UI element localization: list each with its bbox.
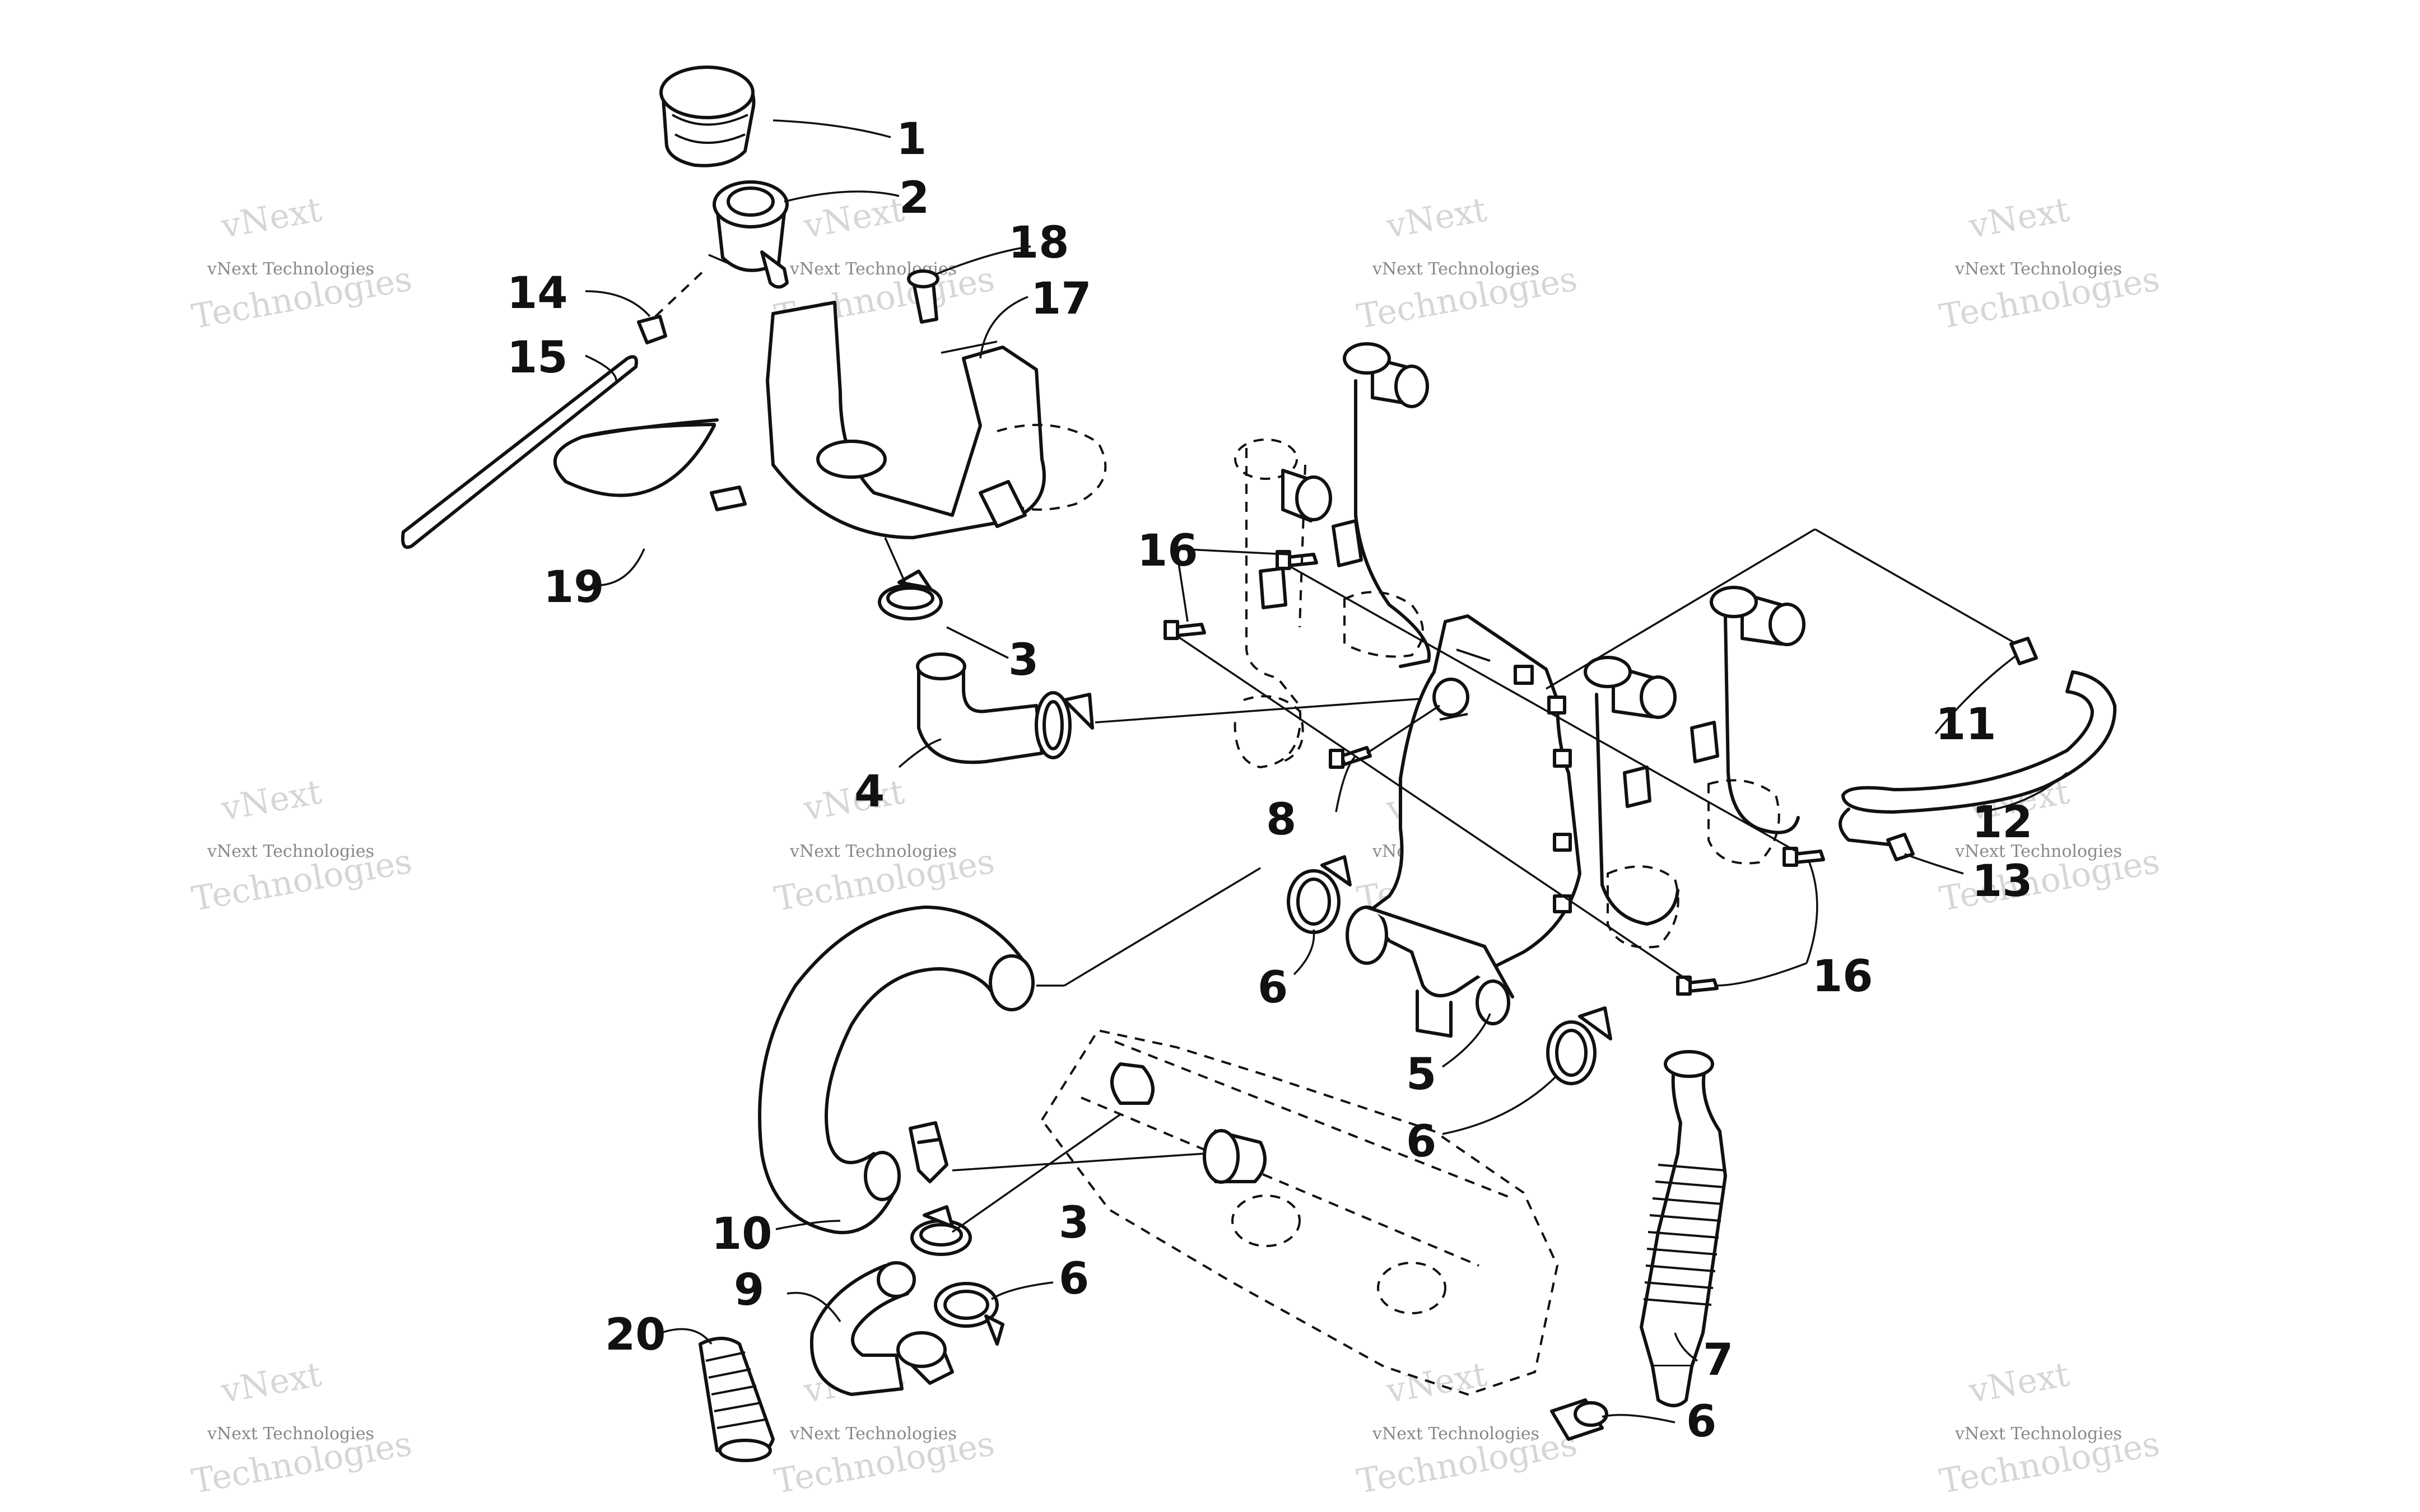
callout-13: 13 — [1972, 856, 2033, 907]
callout-16: 16 — [1812, 951, 1873, 1002]
callout-16: 16 — [1137, 526, 1198, 576]
part-18-screw — [907, 269, 939, 324]
callout-15: 15 — [507, 333, 568, 383]
callout-labels: 1 2 3 3 4 5 6 6 6 6 7 8 9 10 11 12 13 14… — [507, 114, 2033, 1447]
watermark-text: vNext Technologies — [1372, 259, 1539, 279]
watermark-text: vNext — [1383, 1355, 1490, 1411]
watermark-text: vNext Technologies — [1372, 1424, 1539, 1444]
watermark: vNext vNext Technologies Technologies — [1937, 1355, 2162, 1501]
part-12-hose — [1839, 670, 2117, 847]
callout-19: 19 — [543, 562, 604, 613]
callout-6: 6 — [1406, 1117, 1436, 1167]
callout-20: 20 — [605, 1310, 666, 1360]
watermark-text: vNext — [1966, 190, 2072, 246]
part-16-bolt — [1676, 976, 1719, 996]
part-5-housing — [1346, 614, 1581, 1038]
watermark-text: vNext — [218, 190, 324, 246]
callout-6: 6 — [1258, 963, 1288, 1013]
callout-12: 12 — [1972, 797, 2033, 848]
part-6-clamp — [934, 1282, 1004, 1346]
callout-6: 6 — [1059, 1254, 1089, 1304]
part-7-lower-hose — [1640, 1050, 1727, 1407]
watermark-text: vNext Technologies — [1954, 842, 2122, 861]
part-16-bolt — [1164, 620, 1206, 640]
coil-assembly-left — [1234, 342, 1431, 769]
part-16-bolt — [1783, 847, 1825, 867]
watermark-text: vNext Technologies — [789, 842, 957, 861]
watermark-text: vNext Technologies — [207, 259, 374, 279]
part-13-fitting — [1886, 833, 1915, 861]
callout-11: 11 — [1935, 699, 1997, 750]
watermark-text: vNext — [1383, 190, 1490, 246]
part-9-sleeve — [896, 1331, 954, 1385]
watermark-text: vNext Technologies — [207, 1424, 374, 1444]
part-3-clamp-9 — [910, 1113, 1121, 1256]
callout-3: 3 — [1059, 1198, 1089, 1248]
callout-leaders — [585, 119, 2068, 1424]
callout-4: 4 — [854, 767, 885, 817]
part-6-end-fitting — [1550, 1398, 1608, 1441]
callout-18: 18 — [1008, 218, 1069, 268]
watermark-text: vNext — [218, 1355, 324, 1411]
callout-7: 7 — [1703, 1335, 1733, 1385]
callout-17: 17 — [1031, 274, 1092, 324]
watermark-text: vNext — [1966, 1355, 2072, 1411]
callout-2: 2 — [899, 173, 929, 223]
part-14-fitting — [637, 268, 707, 344]
watermark-text: vNext Technologies — [1954, 259, 2122, 279]
watermark: vNext vNext Technologies Technologies — [1937, 190, 2162, 337]
watermark: vNext vNext Technologies Technologies — [1354, 190, 1580, 337]
callout-10: 10 — [711, 1209, 772, 1259]
part-2-filler-neck — [708, 180, 789, 289]
watermark-text: vNext Technologies — [207, 842, 374, 861]
coil-assembly-right — [1584, 586, 1805, 949]
callout-9: 9 — [734, 1265, 764, 1315]
callout-8: 8 — [1266, 795, 1296, 845]
part-9-small-hose — [809, 1261, 916, 1396]
callout-1: 1 — [896, 114, 927, 165]
watermark: vNext vNext Technologies Technologies — [189, 190, 415, 337]
watermark: vNext vNext Technologies Technologies — [189, 772, 415, 919]
part-3-clamp-upper — [878, 537, 943, 620]
part-6-clamp — [1287, 855, 1352, 934]
part-19-cable-tie — [553, 418, 747, 511]
part-20-corrugated-hose — [699, 1337, 775, 1462]
callout-14: 14 — [507, 268, 568, 319]
part-8-screw — [1329, 704, 1440, 769]
watermark-group: vNext vNext Technologies Technologies vN… — [189, 190, 2162, 1501]
callout-6: 6 — [1686, 1397, 1716, 1447]
part-15-overflow-hose — [401, 355, 638, 549]
reference-lines — [1176, 528, 2017, 984]
part-1-cap — [659, 66, 756, 167]
part-6-clamp — [1546, 1006, 1612, 1085]
part-10-bend-hose — [758, 867, 1261, 1234]
callout-3: 3 — [1008, 635, 1039, 685]
watermark-text: vNext Technologies — [1954, 1424, 2122, 1444]
part-3-clamp-elbow — [1035, 691, 1443, 759]
part-17-bracket — [766, 301, 1107, 539]
watermark: vNext vNext Technologies Technologies — [189, 1355, 415, 1501]
watermark-text: vNext Technologies — [789, 1424, 957, 1444]
watermark-text: vNext — [801, 190, 907, 246]
watermark-text: vNext — [218, 772, 324, 828]
cylinder-head — [1040, 1029, 1559, 1396]
part-3-clamp-lower — [909, 1121, 1205, 1183]
part-11-fitting — [2009, 637, 2038, 665]
watermark: vNext vNext Technologies Technologies — [1354, 1355, 1580, 1501]
callout-5: 5 — [1406, 1049, 1436, 1100]
